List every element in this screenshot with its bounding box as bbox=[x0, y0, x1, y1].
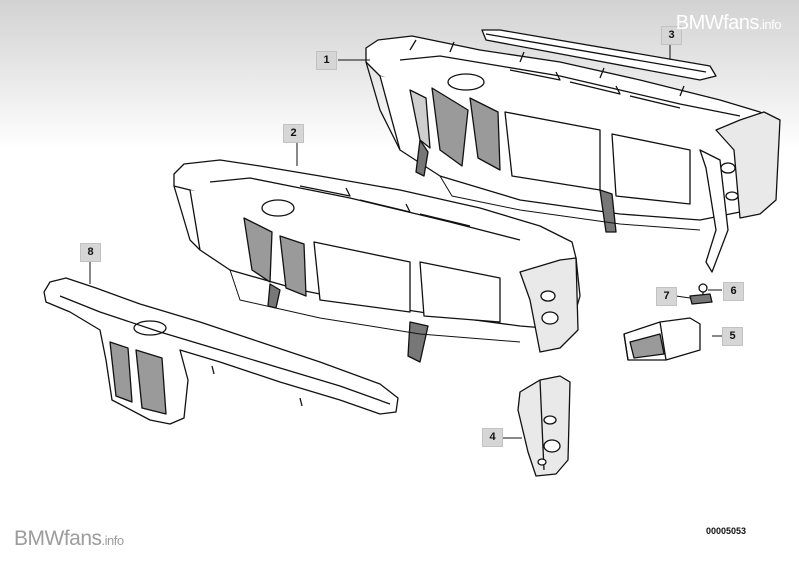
part-2-front-panel bbox=[173, 159, 581, 363]
document-number: 00005053 bbox=[706, 526, 747, 536]
callout-3[interactable]: 3 bbox=[661, 26, 682, 45]
watermark-top: BMWfans.info bbox=[675, 12, 782, 35]
part-7-clip bbox=[689, 293, 713, 305]
part-8-grille-trim bbox=[43, 277, 399, 425]
watermark-brand: BMWfans bbox=[675, 12, 760, 34]
part-5-air-duct bbox=[623, 317, 701, 361]
part-3-seal-strip bbox=[481, 29, 717, 81]
callout-6[interactable]: 6 bbox=[723, 282, 744, 301]
callout-7[interactable]: 7 bbox=[656, 287, 677, 306]
callout-1[interactable]: 1 bbox=[316, 51, 337, 70]
watermark-brand: BMWfans bbox=[14, 527, 102, 550]
callout-5[interactable]: 5 bbox=[722, 327, 743, 346]
callout-4[interactable]: 4 bbox=[482, 428, 503, 447]
part-1-front-panel bbox=[365, 35, 781, 273]
watermark-bottom: BMWfans.info bbox=[14, 527, 124, 551]
part-4-bracket bbox=[517, 375, 571, 477]
watermark-suffix: .info bbox=[758, 17, 782, 32]
callout-2[interactable]: 2 bbox=[283, 124, 304, 143]
callout-8[interactable]: 8 bbox=[80, 243, 101, 262]
watermark-suffix: .info bbox=[101, 533, 125, 548]
